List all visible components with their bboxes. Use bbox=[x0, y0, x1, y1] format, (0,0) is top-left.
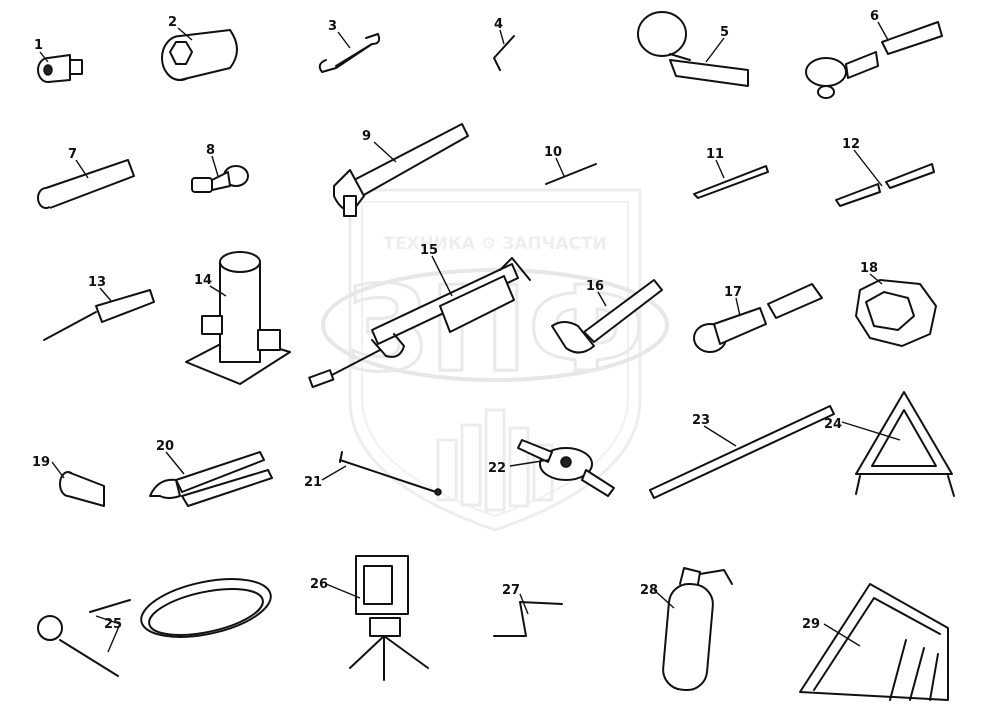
wheel-wrench-rod-icon bbox=[649, 405, 835, 499]
universal-joint-icon bbox=[191, 165, 249, 193]
ratchet-handle-icon bbox=[805, 21, 943, 99]
label-23: 23 bbox=[692, 413, 710, 428]
fire-extinguisher-icon bbox=[662, 567, 733, 692]
label-21: 21 bbox=[304, 475, 322, 490]
label-29: 29 bbox=[802, 617, 820, 632]
wheel-chock-icon bbox=[799, 583, 949, 701]
label-17: 17 bbox=[724, 285, 742, 300]
air-hose-gauge-icon bbox=[37, 578, 272, 677]
crank-handle-icon bbox=[493, 601, 563, 637]
warning-triangle-icon bbox=[855, 391, 955, 497]
label-4: 4 bbox=[494, 17, 503, 32]
leader-lines bbox=[39, 21, 901, 653]
label-11: 11 bbox=[706, 147, 724, 162]
watermark-text: ТЕХНИКА ⚙ ЗАПЧАСТИ bbox=[383, 234, 607, 254]
large-socket-icon bbox=[161, 29, 238, 81]
label-13: 13 bbox=[88, 275, 106, 290]
pin-punch-icon bbox=[545, 163, 597, 185]
label-10: 10 bbox=[544, 145, 562, 160]
label-24: 24 bbox=[824, 417, 842, 432]
label-7: 7 bbox=[68, 147, 77, 162]
label-27: 27 bbox=[502, 583, 520, 598]
open-end-wrench-icon bbox=[318, 33, 381, 73]
label-18: 18 bbox=[860, 261, 878, 276]
tire-lever-rod-icon bbox=[339, 451, 442, 496]
extension-bar-icon bbox=[37, 159, 135, 209]
label-20: 20 bbox=[156, 439, 174, 454]
label-6: 6 bbox=[870, 9, 879, 24]
small-socket-icon bbox=[59, 471, 105, 507]
label-28: 28 bbox=[640, 583, 658, 598]
chisel-icon bbox=[693, 165, 769, 199]
work-lamp-icon bbox=[349, 555, 429, 681]
watermark: ТЕХНИКА ⚙ ЗАПЧАСТИ ЗПФ bbox=[321, 188, 669, 532]
socket-adapter-icon bbox=[37, 54, 83, 83]
label-1: 1 bbox=[34, 38, 43, 53]
screwdriver-icon bbox=[43, 289, 155, 341]
grease-gun-icon bbox=[308, 257, 531, 389]
label-9: 9 bbox=[362, 129, 371, 144]
label-8: 8 bbox=[206, 143, 215, 158]
label-2: 2 bbox=[168, 15, 177, 30]
hex-hub-socket-icon bbox=[855, 279, 937, 347]
hammer-pry-bar-icon bbox=[333, 123, 469, 217]
label-5: 5 bbox=[720, 25, 729, 40]
hydraulic-jack-icon bbox=[185, 251, 291, 385]
spark-plug-socket-icon bbox=[693, 283, 823, 353]
label-14: 14 bbox=[194, 273, 212, 288]
label-15: 15 bbox=[420, 243, 438, 258]
wheel-nut-tool-icon bbox=[517, 439, 615, 497]
filter-band-wrench-icon bbox=[637, 11, 749, 87]
label-26: 26 bbox=[310, 577, 328, 592]
label-3: 3 bbox=[328, 19, 337, 34]
label-19: 19 bbox=[32, 455, 50, 470]
screwdriver-bits-icon bbox=[835, 163, 935, 207]
adjustable-wrench-icon bbox=[551, 279, 663, 354]
hex-key-icon bbox=[493, 35, 515, 71]
label-22: 22 bbox=[488, 461, 506, 476]
label-12: 12 bbox=[842, 137, 860, 152]
label-16: 16 bbox=[586, 279, 604, 294]
label-25: 25 bbox=[104, 617, 122, 632]
part-labels: 1 2 3 4 5 6 7 8 9 10 11 12 13 14 15 16 1… bbox=[32, 9, 879, 632]
water-pump-pliers-icon bbox=[149, 451, 273, 507]
